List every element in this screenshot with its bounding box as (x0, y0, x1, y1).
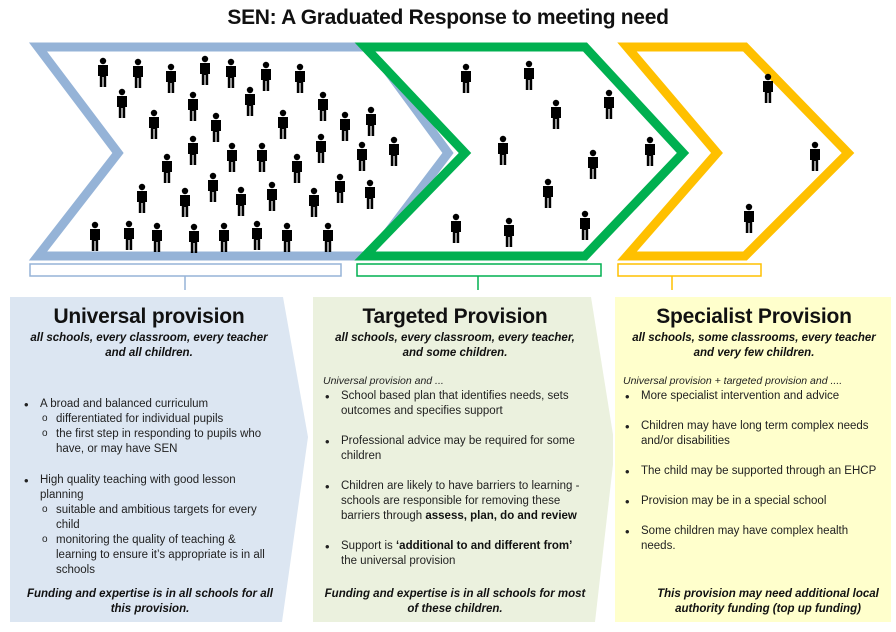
specialist-list: More specialist intervention and advice … (623, 389, 885, 554)
specialist-footer: This provision may need additional local… (657, 588, 879, 615)
list-item: Some children may have complex health ne… (623, 524, 885, 554)
list-item: More specialist intervention and advice (623, 389, 885, 404)
specialist-subtitle-line2: and very few children. (693, 347, 815, 359)
targeted-subtitle-line2: and some children. (402, 347, 508, 359)
specialist-intro: Universal provision + targeted provision… (623, 375, 843, 387)
specialist-subtitle-line1: all schools, some classrooms, every teac… (632, 332, 876, 344)
specialist-bracket (617, 263, 762, 277)
list-item: Provision may be in a special school (623, 494, 885, 509)
targeted-footer: Funding and expertise is in all schools … (324, 588, 586, 615)
universal-panel: Universal provision all schools, every c… (10, 297, 310, 622)
emphasis-text: assess, plan, do and review (425, 510, 577, 522)
universal-bracket (29, 263, 342, 277)
universal-chevron (28, 42, 454, 261)
sub-list-item: monitoring the quality of teaching & lea… (40, 532, 276, 578)
targeted-bracket (356, 263, 602, 277)
list-item: Support is ‘additional to and different … (323, 539, 587, 569)
list-item: Professional advice may be required for … (323, 434, 587, 464)
targeted-list: School based plan that identifies needs,… (323, 389, 587, 569)
targeted-panel: Targeted Provision all schools, every cl… (313, 297, 613, 622)
list-item: School based plan that identifies needs,… (323, 389, 587, 419)
list-item: The child may be supported through an EH… (623, 464, 885, 479)
page-title: SEN: A Graduated Response to meeting nee… (227, 6, 669, 29)
universal-footer: Funding and expertise is in all schools … (26, 588, 274, 615)
targeted-intro: Universal provision and ... (323, 375, 444, 387)
specialist-chevron (617, 42, 855, 261)
universal-subtitle-line2: and all children. (105, 347, 193, 359)
graduated-response-diagram (28, 42, 855, 290)
list-item: Children are likely to have barriers to … (323, 479, 587, 524)
universal-list: A broad and balanced curriculum differen… (22, 397, 276, 578)
emphasis-text: ‘additional to and different from’ (395, 540, 573, 552)
universal-subtitle-line1: all schools, every classroom, every teac… (30, 332, 268, 344)
targeted-title: Targeted Provision (362, 305, 548, 328)
sub-list-item: the first step in responding to pupils w… (40, 426, 276, 457)
targeted-chevron (354, 42, 690, 261)
list-item: Children may have long term complex need… (623, 419, 885, 449)
list-item: High quality teaching with good lesson p… (22, 473, 276, 578)
specialist-panel-background (615, 297, 891, 622)
targeted-subtitle-line1: all schools, every classroom, every teac… (335, 332, 575, 344)
sub-list-item: suitable and ambitious targets for every… (40, 502, 276, 533)
specialist-panel: Specialist Provision all schools, some c… (615, 297, 891, 622)
universal-title: Universal provision (53, 305, 245, 328)
specialist-title: Specialist Provision (656, 305, 852, 328)
sub-list-item: differentiated for individual pupils (40, 411, 276, 427)
list-item: A broad and balanced curriculum differen… (22, 397, 276, 457)
